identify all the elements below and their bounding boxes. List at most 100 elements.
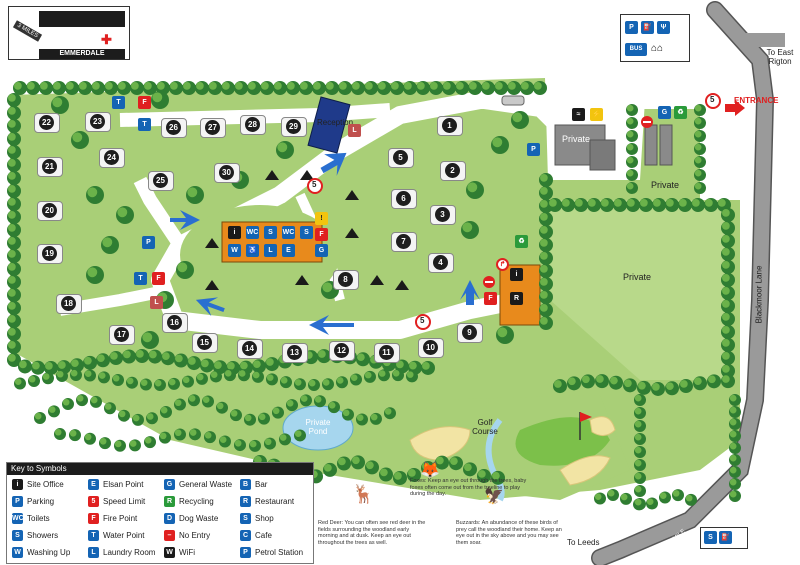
- tree-highlight: [248, 82, 256, 90]
- tree-highlight: [391, 82, 399, 90]
- tree-highlight: [722, 235, 730, 243]
- tree-highlight: [634, 446, 642, 454]
- legend-item: R Restaurant: [240, 496, 294, 507]
- speed-limit-icon: 5: [88, 496, 99, 507]
- recycling-icon: ♻: [515, 235, 528, 248]
- blackmoor-lane-label: Blackmoor Lane: [754, 265, 764, 324]
- tree-highlight: [534, 82, 542, 90]
- tree-highlight: [201, 359, 209, 368]
- pitch-number: 22: [39, 115, 54, 130]
- tree-highlight: [189, 429, 197, 436]
- tree-highlight: [280, 377, 288, 384]
- tree-highlight: [694, 156, 702, 164]
- tree-highlight: [146, 413, 154, 420]
- tree-highlight: [336, 377, 344, 384]
- emmerdale-label: EMMERDALE: [39, 49, 125, 59]
- tree-highlight: [666, 382, 674, 391]
- tree-highlight: [540, 226, 548, 234]
- tree-highlight: [722, 375, 730, 383]
- sand-bunker-3: [589, 416, 616, 436]
- tree-highlight: [722, 222, 730, 230]
- tree-highlight: [464, 463, 472, 472]
- tree-highlight: [467, 182, 478, 193]
- pitch-number: 17: [114, 327, 129, 342]
- tree-highlight: [694, 377, 702, 386]
- pitch-number: 14: [242, 341, 257, 356]
- tree-highlight: [8, 185, 16, 193]
- legend-item-label: Bar: [255, 480, 268, 489]
- legend-item-label: Petrol Station: [255, 548, 304, 557]
- fire-point-icon: F: [138, 96, 151, 109]
- cafe-icon: C: [240, 530, 251, 541]
- tree-highlight: [694, 130, 702, 138]
- tree-highlight: [234, 439, 242, 447]
- tree-highlight: [694, 117, 702, 125]
- tree-highlight: [729, 418, 737, 426]
- tree-highlight: [117, 207, 128, 218]
- fox-icon: 🦊: [420, 462, 440, 479]
- tree-highlight: [102, 237, 113, 248]
- tree-highlight: [422, 462, 430, 470]
- private-label-building: Private: [562, 134, 591, 144]
- toilet-icon: WC: [282, 226, 295, 239]
- tree-highlight: [294, 379, 302, 386]
- legend-item-label: Dog Waste: [179, 514, 219, 523]
- petrol-sign-icon: ⛽: [719, 531, 732, 544]
- tree-highlight: [450, 457, 458, 465]
- tree-highlight: [8, 224, 16, 232]
- tree-highlight: [634, 459, 642, 467]
- tree-highlight: [168, 378, 176, 386]
- emmerdale-sign: ✚ EMMERDALE 3 MILES: [8, 6, 130, 60]
- pitch-number: 29: [286, 119, 301, 134]
- red-deer-note: Red Deer: You can often see red deer in …: [318, 520, 426, 546]
- tree-highlight: [235, 82, 243, 90]
- tree-highlight: [722, 326, 730, 334]
- tree-highlight: [238, 370, 246, 377]
- tree-highlight: [478, 470, 486, 478]
- legend-item-label: Restaurant: [255, 497, 295, 506]
- tree-highlight: [182, 376, 190, 384]
- washing-up-icon: W: [12, 547, 23, 558]
- tree-highlight: [601, 199, 609, 207]
- legend-item-label: General Waste: [179, 480, 233, 489]
- golf-course-label: Golf Course: [472, 418, 498, 436]
- tree-highlight: [540, 200, 548, 208]
- tree-highlight: [610, 376, 618, 385]
- tree-highlight: [149, 350, 157, 359]
- tree-highlight: [53, 82, 61, 90]
- pitch-number: 8: [338, 272, 353, 287]
- tree-highlight: [722, 287, 730, 295]
- pitch-number: 5: [393, 150, 408, 165]
- private-pond-label: Private Pond: [305, 418, 331, 436]
- tree-highlight: [508, 82, 516, 90]
- dog-waste-icon: D: [164, 513, 175, 524]
- tree-highlight: [123, 350, 131, 359]
- buzzards-note: Buzzards: An abundance of these birds of…: [456, 520, 562, 546]
- tree-highlight: [378, 82, 386, 90]
- tree-highlight: [394, 472, 402, 480]
- tree-highlight: [722, 339, 730, 347]
- tree-highlight: [626, 104, 634, 112]
- tree-highlight: [408, 469, 416, 477]
- private-shed-2: [659, 124, 673, 166]
- tree-highlight: [294, 430, 302, 437]
- tree-highlight: [8, 250, 16, 258]
- tree-highlight: [87, 187, 98, 198]
- water-point-icon: T: [134, 272, 147, 285]
- tree-highlight: [680, 380, 688, 388]
- tree-highlight: [254, 456, 262, 464]
- fire-point-icon: F: [152, 272, 165, 285]
- amenity-sign-row-2: ✚: [39, 31, 125, 47]
- tree-highlight: [264, 438, 272, 446]
- tree-highlight: [364, 371, 372, 379]
- entrance-arrow: [725, 100, 745, 116]
- restaurant-icon: R: [240, 496, 251, 507]
- tree-highlight: [322, 282, 333, 293]
- tree-highlight: [8, 263, 16, 271]
- tree-highlight: [71, 359, 79, 368]
- tree-highlight: [540, 174, 548, 182]
- tree-highlight: [8, 289, 16, 297]
- no-entry-signs: [483, 116, 653, 288]
